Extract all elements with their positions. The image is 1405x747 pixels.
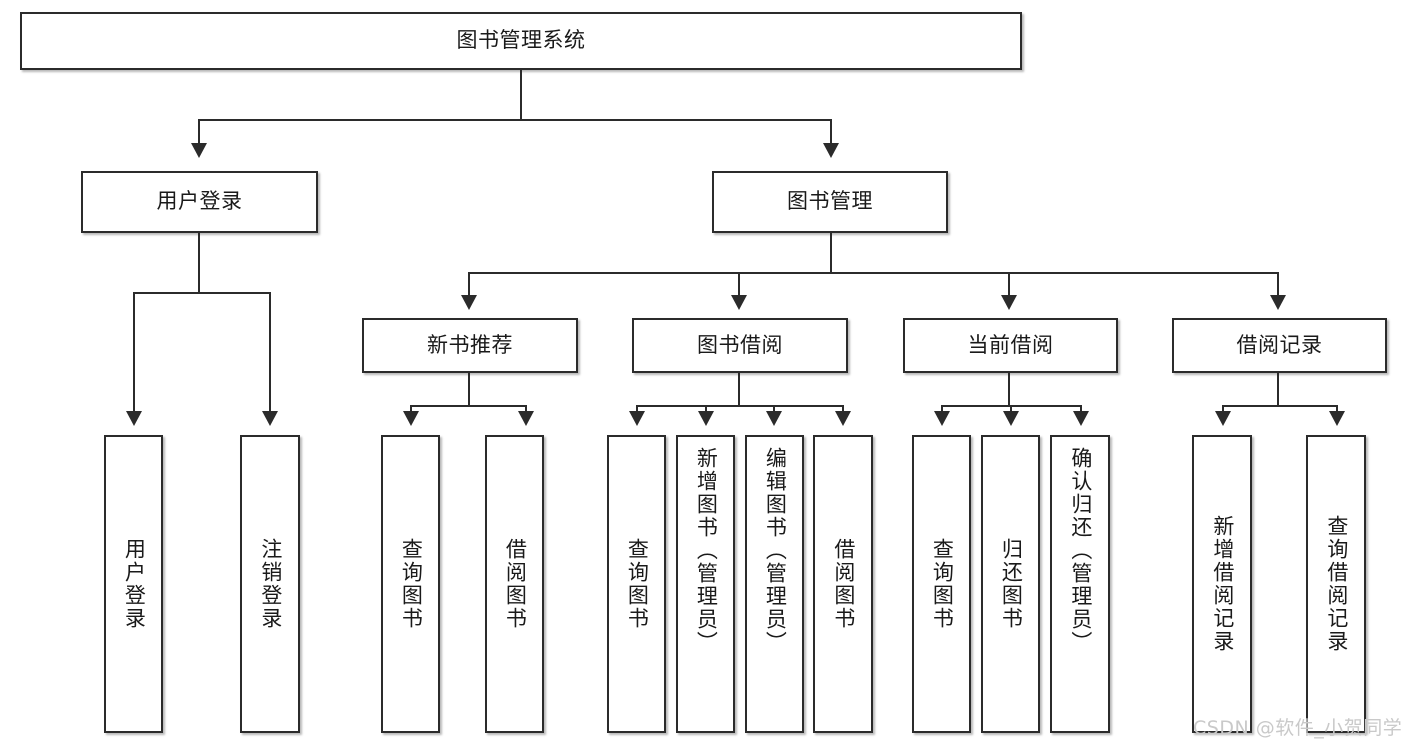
- arrowhead-query-book-1: [403, 411, 419, 426]
- connector-bm-to-new-book: [468, 272, 470, 296]
- connector-new-book-stem: [468, 373, 470, 406]
- node-borrow-record-label: 借阅记录: [1236, 332, 1323, 357]
- arrowhead-query-book-3: [934, 411, 950, 426]
- leaf-add-record[interactable]: 新增借阅记录: [1192, 435, 1252, 733]
- leaf-user-logout-label: 注销登录: [258, 538, 283, 630]
- node-new-book-recommend-label: 新书推荐: [427, 332, 513, 357]
- leaf-edit-book-label: 编辑图书（管理员）: [763, 447, 788, 654]
- arrowhead-leaf-user-login: [126, 411, 142, 426]
- leaf-query-book-2-label: 查询图书: [625, 538, 650, 630]
- leaf-query-book-1[interactable]: 查询图书: [381, 435, 440, 733]
- arrowhead-query-book-2: [629, 411, 645, 426]
- connector-bb-to-leaf1: [636, 405, 638, 412]
- leaf-add-book[interactable]: 新增图书（管理员）: [676, 435, 735, 733]
- connector-root-bus: [198, 119, 832, 121]
- arrowhead-user-login: [191, 143, 207, 158]
- connector-borrow-record-bus: [1222, 405, 1337, 407]
- arrowhead-current-borrow: [1001, 295, 1017, 310]
- connector-br-to-leaf2: [1336, 405, 1338, 412]
- arrowhead-add-book: [698, 411, 714, 426]
- node-new-book-recommend[interactable]: 新书推荐: [362, 318, 578, 373]
- connector-root-to-book-management: [830, 119, 832, 144]
- arrowhead-borrow-record: [1270, 295, 1286, 310]
- connector-user-login-to-leaf2: [269, 292, 271, 412]
- arrowhead-leaf-user-logout: [262, 411, 278, 426]
- connector-br-to-leaf1: [1222, 405, 1224, 412]
- connector-nb-to-leaf1: [410, 405, 412, 412]
- csdn-watermark: CSDN @软件_小贺同学: [1193, 717, 1403, 739]
- leaf-return-book-label: 归还图书: [999, 538, 1024, 630]
- leaf-query-book-3-label: 查询图书: [930, 538, 955, 630]
- leaf-user-login-label: 用户登录: [122, 538, 147, 630]
- arrowhead-confirm-return: [1073, 411, 1089, 426]
- leaf-user-logout[interactable]: 注销登录: [240, 435, 300, 733]
- connector-book-borrow-stem: [738, 373, 740, 406]
- arrowhead-book-management: [823, 143, 839, 158]
- connector-borrow-record-stem: [1277, 373, 1279, 406]
- leaf-add-record-label: 新增借阅记录: [1210, 515, 1235, 653]
- leaf-return-book[interactable]: 归还图书: [981, 435, 1040, 733]
- leaf-borrow-book-2-label: 借阅图书: [831, 538, 856, 630]
- arrowhead-borrow-book-1: [518, 411, 534, 426]
- connector-user-login-bus: [133, 292, 270, 294]
- connector-bb-to-leaf4: [842, 405, 844, 412]
- leaf-query-book-2[interactable]: 查询图书: [607, 435, 666, 733]
- connector-cb-to-leaf3: [1080, 405, 1082, 412]
- arrowhead-book-borrow: [731, 295, 747, 310]
- arrowhead-edit-book: [766, 411, 782, 426]
- connector-book-management-bus: [468, 272, 1278, 274]
- node-book-management[interactable]: 图书管理: [712, 171, 948, 233]
- node-book-borrow[interactable]: 图书借阅: [632, 318, 848, 373]
- connector-root-to-user-login: [198, 119, 200, 144]
- connector-book-borrow-bus: [636, 405, 844, 407]
- leaf-borrow-book-2[interactable]: 借阅图书: [813, 435, 873, 733]
- connector-cb-to-leaf2: [1010, 405, 1012, 412]
- connector-user-login-stem: [198, 233, 200, 293]
- leaf-query-book-1-label: 查询图书: [399, 538, 424, 630]
- leaf-borrow-book-1[interactable]: 借阅图书: [485, 435, 544, 733]
- leaf-query-record-label: 查询借阅记录: [1324, 515, 1349, 653]
- connector-bm-to-book-borrow: [738, 272, 740, 296]
- node-current-borrow[interactable]: 当前借阅: [903, 318, 1118, 373]
- connector-book-management-stem: [830, 233, 832, 273]
- node-book-management-label: 图书管理: [787, 189, 873, 214]
- node-user-login-label: 用户登录: [156, 189, 243, 214]
- connector-bm-to-borrow-record: [1277, 272, 1279, 296]
- node-root-label: 图书管理系统: [456, 28, 586, 53]
- leaf-add-book-label: 新增图书（管理员）: [694, 447, 719, 654]
- leaf-user-login[interactable]: 用户登录: [104, 435, 163, 733]
- node-borrow-record[interactable]: 借阅记录: [1172, 318, 1387, 373]
- connector-current-borrow-stem: [1008, 373, 1010, 406]
- connector-bb-to-leaf2: [705, 405, 707, 412]
- leaf-confirm-return-label: 确认归还（管理员）: [1068, 447, 1093, 654]
- connector-bm-to-current-borrow: [1008, 272, 1010, 296]
- arrowhead-new-book-recommend: [461, 295, 477, 310]
- node-user-login[interactable]: 用户登录: [81, 171, 318, 233]
- connector-nb-to-leaf2: [525, 405, 527, 412]
- connector-root-stem: [520, 70, 522, 120]
- connector-user-login-to-leaf1: [133, 292, 135, 412]
- connector-cb-to-leaf1: [941, 405, 943, 412]
- node-root[interactable]: 图书管理系统: [20, 12, 1022, 70]
- connector-bb-to-leaf3: [773, 405, 775, 412]
- arrowhead-return-book: [1003, 411, 1019, 426]
- arrowhead-borrow-book-2: [835, 411, 851, 426]
- node-book-borrow-label: 图书借阅: [697, 332, 783, 357]
- arrowhead-query-record: [1329, 411, 1345, 426]
- leaf-edit-book[interactable]: 编辑图书（管理员）: [745, 435, 804, 733]
- leaf-query-record[interactable]: 查询借阅记录: [1306, 435, 1366, 733]
- arrowhead-add-record: [1215, 411, 1231, 426]
- leaf-borrow-book-1-label: 借阅图书: [503, 538, 528, 630]
- node-current-borrow-label: 当前借阅: [967, 332, 1054, 357]
- leaf-confirm-return[interactable]: 确认归还（管理员）: [1050, 435, 1110, 733]
- leaf-query-book-3[interactable]: 查询图书: [912, 435, 971, 733]
- connector-new-book-bus: [410, 405, 526, 407]
